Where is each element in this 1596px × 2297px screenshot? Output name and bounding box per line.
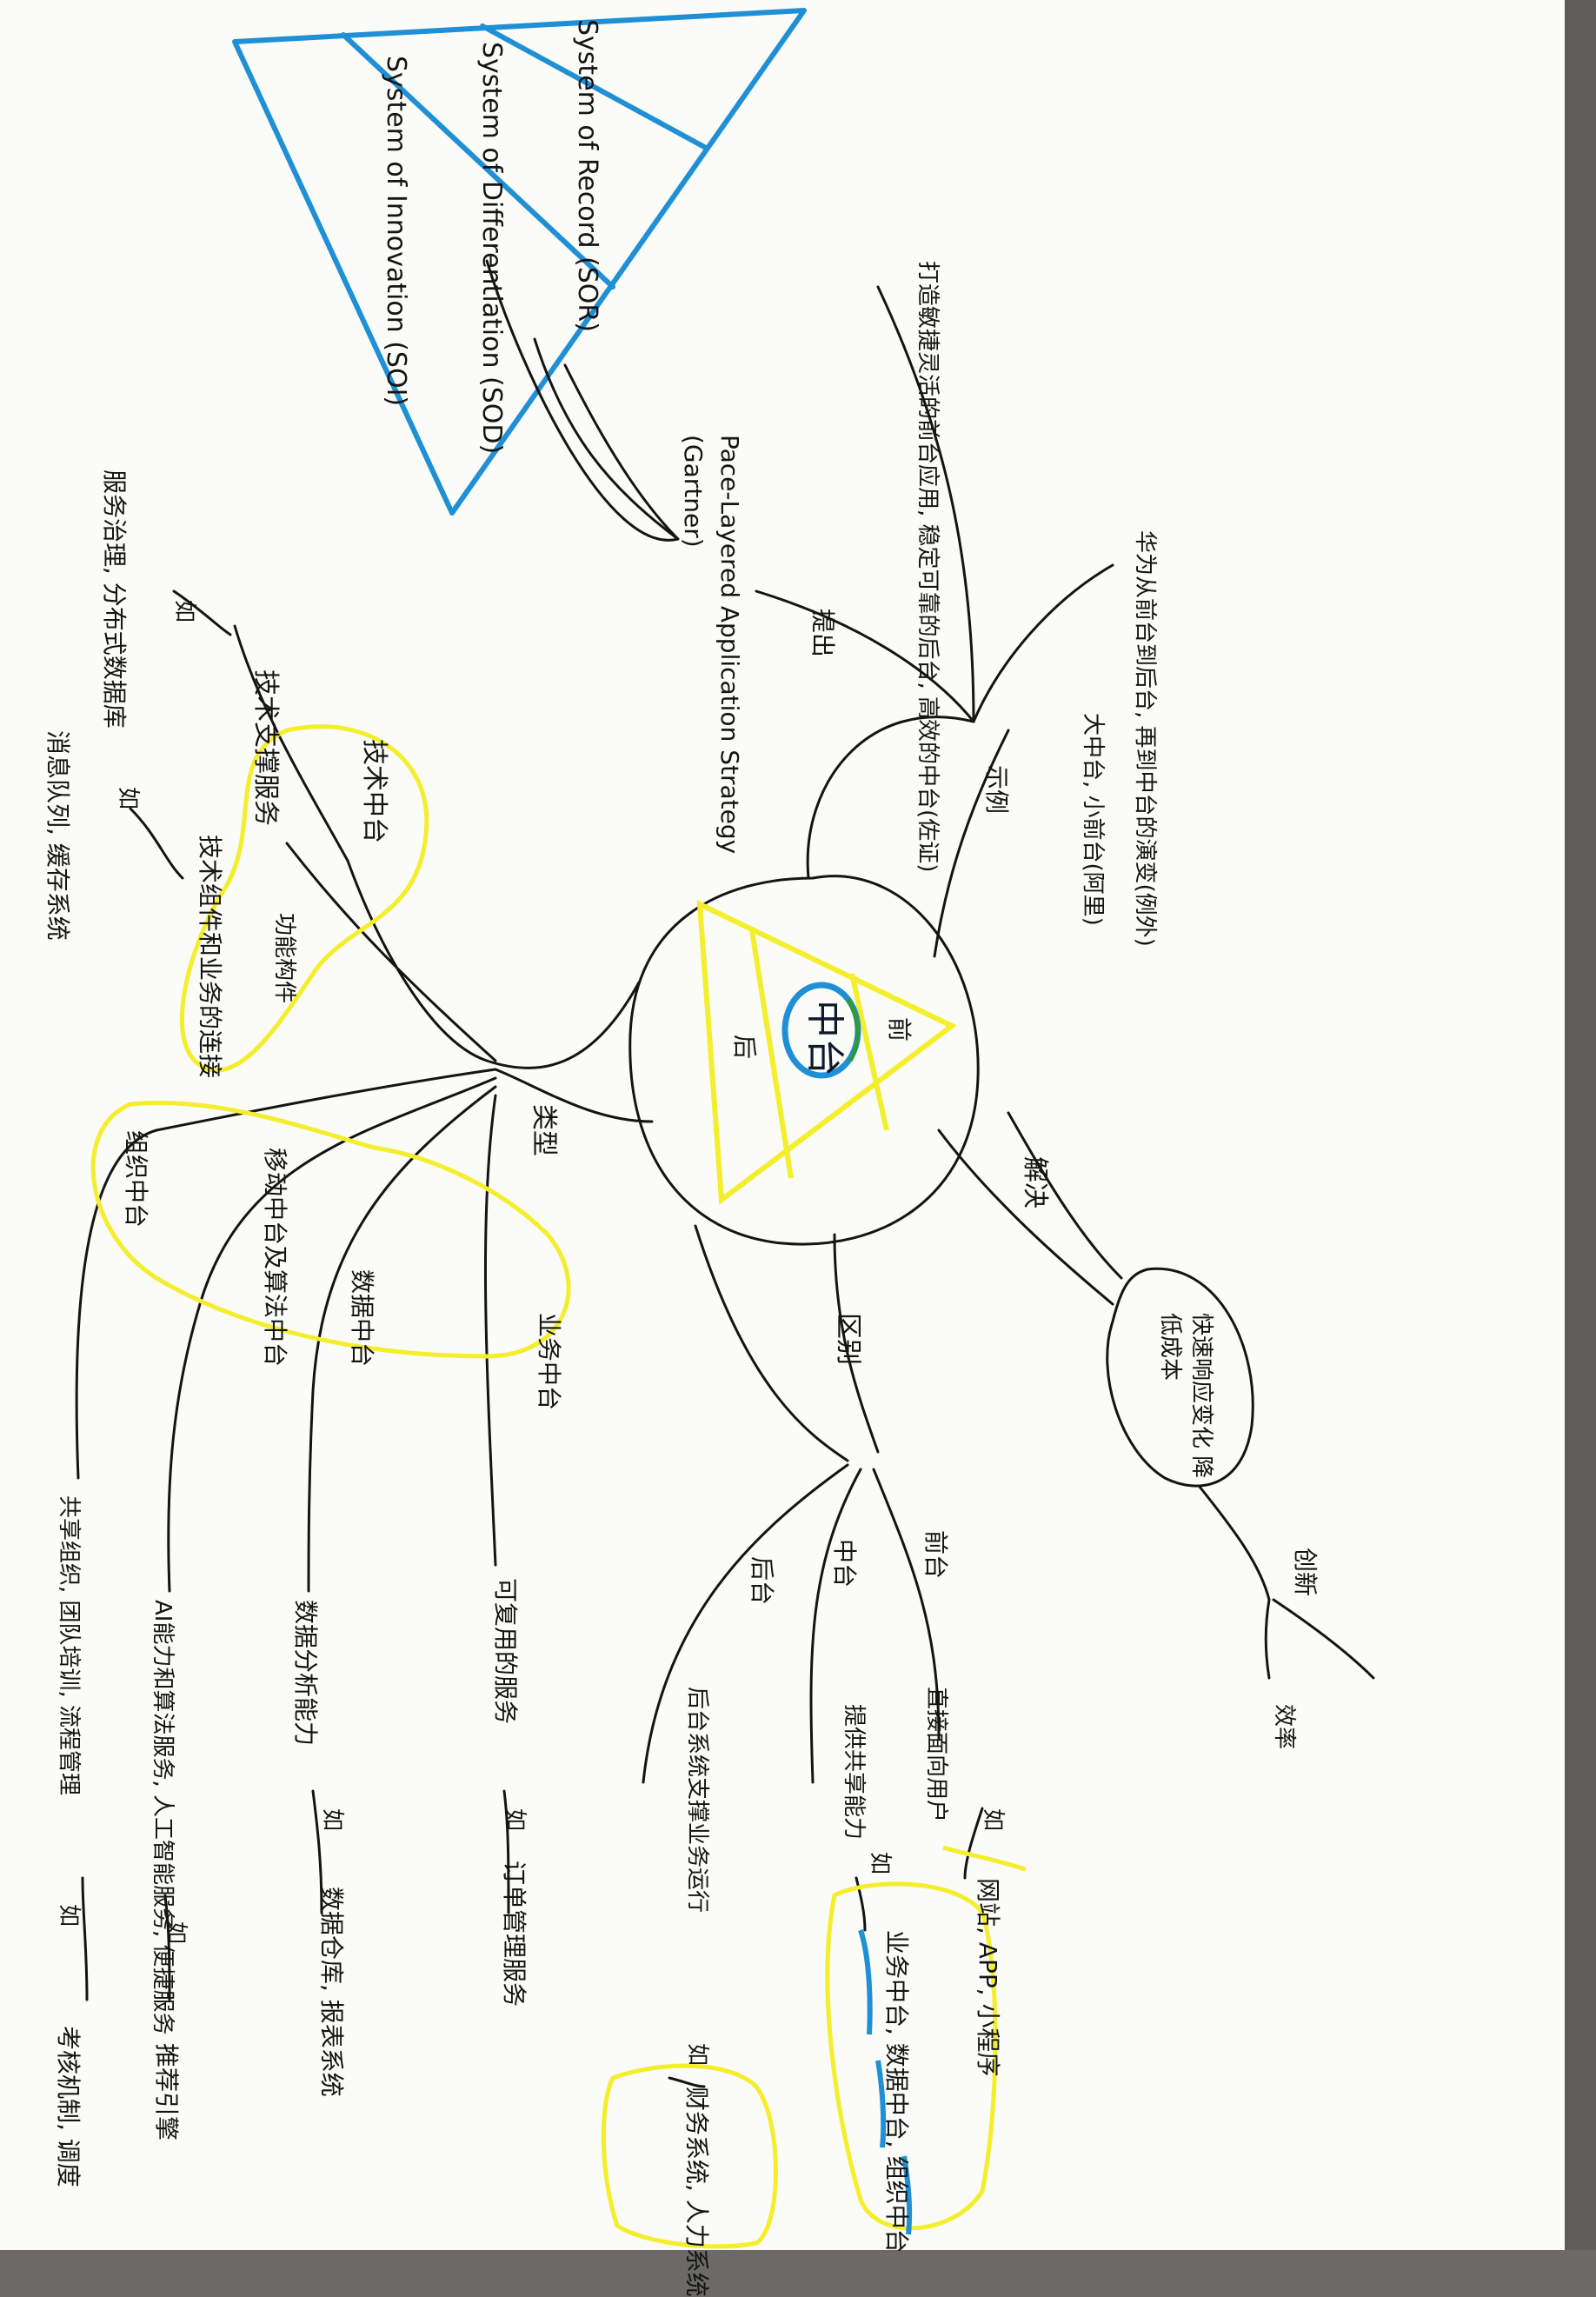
solve-innovation-label: 创新: [1291, 1548, 1320, 1597]
tech-sub3: 功能构件: [271, 913, 297, 1004]
role-back: [642, 1463, 849, 1784]
tech-sub2-example: 消息队列, 缓存系统: [43, 730, 72, 941]
role-middle-label: 中台: [830, 1539, 859, 1588]
tech-sub1-ru: 如: [171, 600, 197, 623]
role-front-leaf: 直接面向用户: [923, 1687, 949, 1823]
type-algo-leaf: AI能力和算法服务, 人工智能服务, 便捷服务: [150, 1600, 176, 2035]
branch-tech-sub2-ex: [129, 807, 184, 880]
tech-sub1-example: 服务治理, 分布式数据库: [100, 469, 129, 729]
type-algo-ex: [163, 1894, 171, 2001]
role-back-ex: 如: [684, 2043, 710, 2067]
strategy-caption: 提出: [808, 609, 837, 658]
type-data-ex-text: 数据仓库, 报表系统: [317, 1887, 346, 2097]
branch-top: [876, 285, 975, 723]
highlight-loops: [90, 724, 1027, 2249]
center-front-label: 前: [885, 1017, 914, 1042]
solve-efficiency: [1264, 1598, 1271, 1680]
type-biz-label: 业务中台: [535, 1313, 563, 1411]
box-connector: [485, 259, 680, 542]
center-main-label: 中台: [802, 1000, 847, 1076]
branch-solve: [937, 1129, 1114, 1306]
role-back-ex: [668, 2076, 706, 2088]
soi-label: System of Innovation (SOI): [381, 56, 411, 407]
role-front-ex: 如: [980, 1808, 1006, 1832]
center-ring-accent: [845, 998, 861, 1062]
box-connector: [533, 337, 680, 541]
sod-label: System of Differentiation (SOD): [476, 42, 507, 455]
pyramid-box: [232, 8, 807, 516]
role-front: [872, 1468, 941, 1741]
type-org-ex: [81, 1876, 89, 2001]
type-data-leaf: 数据分析能力: [291, 1600, 320, 1747]
solve-innovation: [1272, 1598, 1375, 1680]
tech-sub2-ru: 如: [115, 787, 141, 810]
type-data-label: 数据中台: [348, 1269, 376, 1368]
solve-oval-text: 快速响应变化 降低成本: [1156, 1313, 1214, 1479]
role-middle-ex-text: 业务中台, 数据中台, 组织中台: [882, 1930, 911, 2254]
role-label: 区别: [833, 1313, 863, 1365]
type-algo-ex-text: 推荐引擎: [152, 2043, 181, 2141]
blue-underlines: [858, 1929, 913, 2235]
top-leaf-1: 打造敏捷灵活的前台应用, 稳定可靠的后台, 高效的中台(佐证): [914, 261, 941, 873]
branch-top-example2: [933, 729, 1010, 958]
tech-sub2: 技术组件和业务的连接: [196, 835, 224, 1079]
branch-tech-sub1-ex: [172, 589, 232, 636]
type-algo-label: 移动中台及算法中台: [261, 1148, 289, 1368]
type-algo: [167, 1076, 497, 1593]
type-biz: [483, 1094, 497, 1567]
role-middle: [809, 1468, 862, 1784]
solve-label: 解决: [1020, 1156, 1050, 1208]
type-biz-ex-text: 订单管理服务: [500, 1861, 529, 2007]
type-org-ex: 如: [56, 1904, 82, 1927]
sor-label: System of Record (SOR): [572, 19, 602, 332]
role-front-ex: [963, 1807, 984, 1880]
branch-tech-sub1: [233, 624, 349, 862]
type-label: 类型: [529, 1104, 559, 1156]
type-org-ex-text: 考核机制, 调度: [54, 2026, 83, 2187]
type-org: [75, 1068, 497, 1480]
solve-efficiency-label: 效率: [1271, 1704, 1297, 1750]
top-connector: 示例: [982, 765, 1011, 815]
center-back-label: 后: [730, 1035, 759, 1060]
role-back-ex-text: 财务系统, 人力系统: [682, 2087, 711, 2297]
paper-edge-right: [1565, 0, 1596, 2250]
role-front-ex-text: 网站, APP, 小程序: [974, 1878, 1002, 2077]
type-biz-leaf: 可复用的服务: [491, 1578, 520, 1725]
branch-type: [494, 1068, 654, 1123]
type-data-ex: [311, 1789, 323, 1914]
type-biz-ex: [502, 1789, 510, 1914]
branch-role-b: [833, 1233, 880, 1454]
type-data-ex: 如: [319, 1808, 345, 1832]
mindmap-drawing: [0, 0, 1596, 2250]
role-middle-ex: 如: [867, 1852, 893, 1875]
branch-tech-sub2: [285, 842, 497, 1062]
branch-top-example: [972, 563, 1114, 723]
tech-sub1: 技术支撑服务: [250, 669, 281, 826]
branch-solve-b: [1007, 1111, 1123, 1280]
role-back-leaf: 后台系统支撑业务运行: [684, 1687, 710, 1914]
type-biz-ex: 如: [502, 1808, 528, 1832]
tech-label: 技术中台: [359, 739, 389, 843]
type-algo-ex: 如: [163, 1921, 189, 1945]
center-circle: [628, 875, 980, 1246]
top-leaf-2: 华为从前台到后台, 再到中台的演变(例外): [1132, 530, 1158, 947]
type-org-leaf: 共享组织, 团队培训, 流程管理: [56, 1495, 82, 1796]
type-data: [307, 1085, 497, 1593]
solve-stem: [1198, 1485, 1271, 1601]
type-org-label: 组织中台: [122, 1130, 150, 1228]
branch-tech: [346, 859, 641, 1069]
branch-role: [694, 1224, 849, 1462]
strategy-label: Pace-Layered Application Strategy (Gartn…: [679, 435, 744, 855]
solve-oval: [1106, 1267, 1254, 1488]
top-leaf-3: 大中台, 小前台(阿里): [1080, 713, 1106, 926]
role-middle-leaf: 提供共享能力: [841, 1704, 867, 1841]
center-pyramid: [696, 900, 957, 1205]
role-middle-ex: [855, 1876, 867, 1932]
role-front-label: 前台: [921, 1530, 950, 1580]
role-back-label: 后台: [748, 1556, 776, 1606]
